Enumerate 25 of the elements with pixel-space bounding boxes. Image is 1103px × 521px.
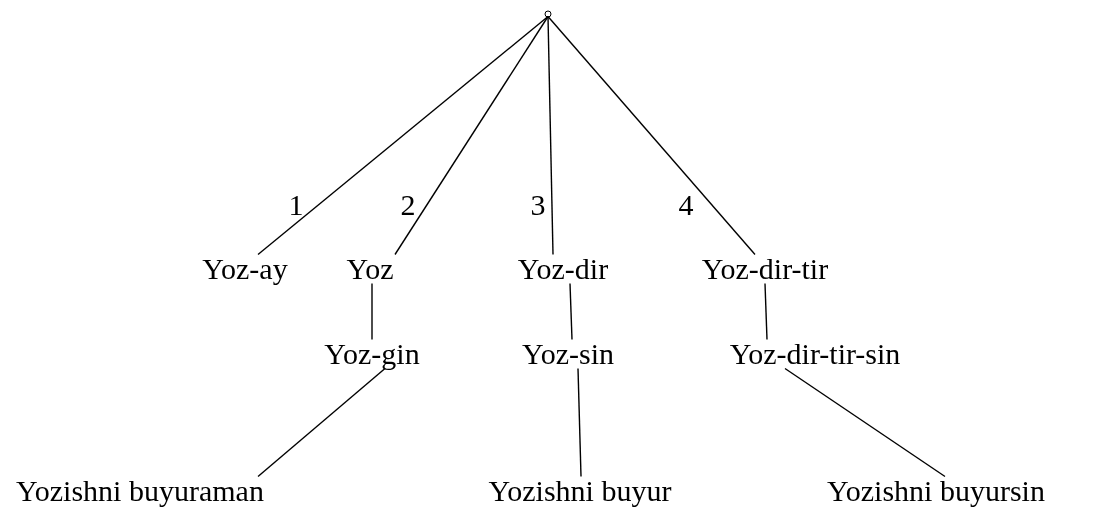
tree-line — [764, 282, 768, 341]
root-circle — [544, 10, 552, 18]
tree-node-label: Yoz-gin — [324, 336, 420, 370]
tree-line — [371, 282, 373, 341]
branch-number: 4 — [678, 190, 694, 220]
branch-number: 3 — [530, 190, 546, 220]
tree-line — [569, 282, 573, 341]
tree-node-label: Yozishni buyursin — [827, 473, 1045, 507]
tree-line — [577, 367, 582, 478]
tree-line — [784, 367, 946, 478]
tree-node-label: Yoz-sin — [522, 336, 614, 370]
tree-node-label: Yozishni buyur — [488, 473, 672, 507]
branch-number: 1 — [288, 190, 304, 220]
tree-node-label: Yoz-dir — [517, 251, 609, 285]
tree-line — [394, 15, 549, 256]
tree-line — [257, 367, 386, 478]
tree-node-label: Yozishni buyuraman — [16, 473, 264, 507]
branch-number: 2 — [400, 190, 416, 220]
tree-node-label: Yoz-ay — [202, 251, 288, 285]
tree-node-label: Yoz-dir-tir-sin — [729, 336, 901, 370]
tree-line — [547, 15, 554, 256]
tree-line — [547, 15, 756, 256]
tree-node-label: Yoz — [346, 251, 394, 285]
tree-line — [257, 15, 549, 256]
tree-node-label: Yoz-dir-tir — [701, 251, 829, 285]
